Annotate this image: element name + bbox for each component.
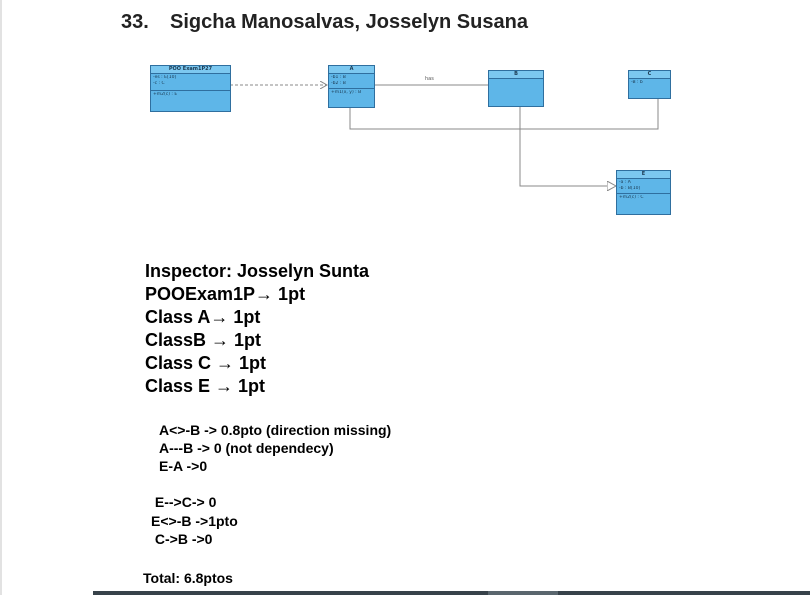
uml-attribute: -B : b: [631, 80, 643, 85]
uml-class-c[interactable]: C -B : b: [628, 70, 671, 99]
uml-attributes: -b1 : B -b2 : B: [329, 74, 374, 89]
uml-methods: +m1(x, y) : B: [329, 89, 374, 97]
grade-item: Class A→ 1pt: [145, 307, 261, 327]
uml-attributes: -es : E[10] -c : C: [151, 74, 230, 91]
uml-attributes: -B : b: [629, 79, 670, 88]
uml-methods: +m2(c) : E: [151, 91, 230, 99]
uml-class-title: A: [329, 66, 374, 74]
association-b-e: [519, 106, 616, 186]
uml-class-e[interactable]: E -a : A -b : B[10] +m2(c) : C: [616, 170, 671, 215]
page-edge: [0, 0, 2, 595]
grade-item: Class C → 1pt: [145, 353, 267, 373]
uml-attribute: -b2 : B: [331, 81, 346, 86]
grade-item: ClassB → 1pt: [145, 330, 262, 350]
uml-attribute: -c : C: [153, 81, 165, 86]
inspector-line: Inspector: Josselyn Sunta: [145, 261, 370, 281]
grade-item: POOExam1P→ 1pt: [145, 284, 306, 304]
uml-attribute: -es : E[10]: [153, 75, 177, 80]
scrollbar-thumb[interactable]: [488, 591, 558, 595]
grade-note: E<>-B ->1pto: [151, 513, 238, 529]
uml-attributes: -a : A -b : B[10]: [617, 179, 670, 194]
uml-class-title: C: [629, 71, 670, 79]
uml-method: +m1(x, y) : B: [331, 90, 362, 95]
uml-class-poo-exam[interactable]: POO Exam1P27 -es : E[10] -c : C +m2(c) :…: [150, 65, 231, 112]
uml-attribute: -b1 : B: [331, 75, 346, 80]
uml-class-title: POO Exam1P27: [151, 66, 230, 74]
uml-class-a[interactable]: A -b1 : B -b2 : B +m1(x, y) : B: [328, 65, 375, 108]
uml-methods: +m2(c) : C: [617, 194, 670, 202]
relation-label-has: has: [425, 76, 434, 82]
horizontal-scrollbar[interactable]: [93, 591, 810, 595]
uml-attribute: -a : A: [619, 180, 631, 185]
uml-attributes: [489, 79, 543, 85]
grade-note: A---B -> 0 (not dependecy): [159, 440, 334, 456]
grade-note: A<>-B -> 0.8pto (direction missing): [159, 422, 392, 438]
entry-heading: 33. Sigcha Manosalvas, Josselyn Susana: [121, 11, 528, 34]
total-score: Total: 6.8ptos: [143, 570, 233, 586]
grade-note: E-A ->0: [159, 458, 208, 474]
uml-attribute: -b : B[10]: [619, 186, 641, 191]
grade-note: E-->C-> 0: [151, 494, 217, 510]
grade-item: Class E → 1pt: [145, 376, 266, 396]
student-name: Sigcha Manosalvas, Josselyn Susana: [170, 11, 528, 33]
uml-class-title: E: [617, 171, 670, 179]
uml-method: +m2(c) : E: [153, 92, 178, 97]
grade-note: C->B ->0: [151, 531, 213, 547]
uml-class-b[interactable]: B: [488, 70, 544, 107]
entry-number: 33.: [121, 11, 149, 33]
uml-method: +m2(c) : C: [619, 195, 644, 200]
uml-class-title: B: [489, 71, 543, 79]
